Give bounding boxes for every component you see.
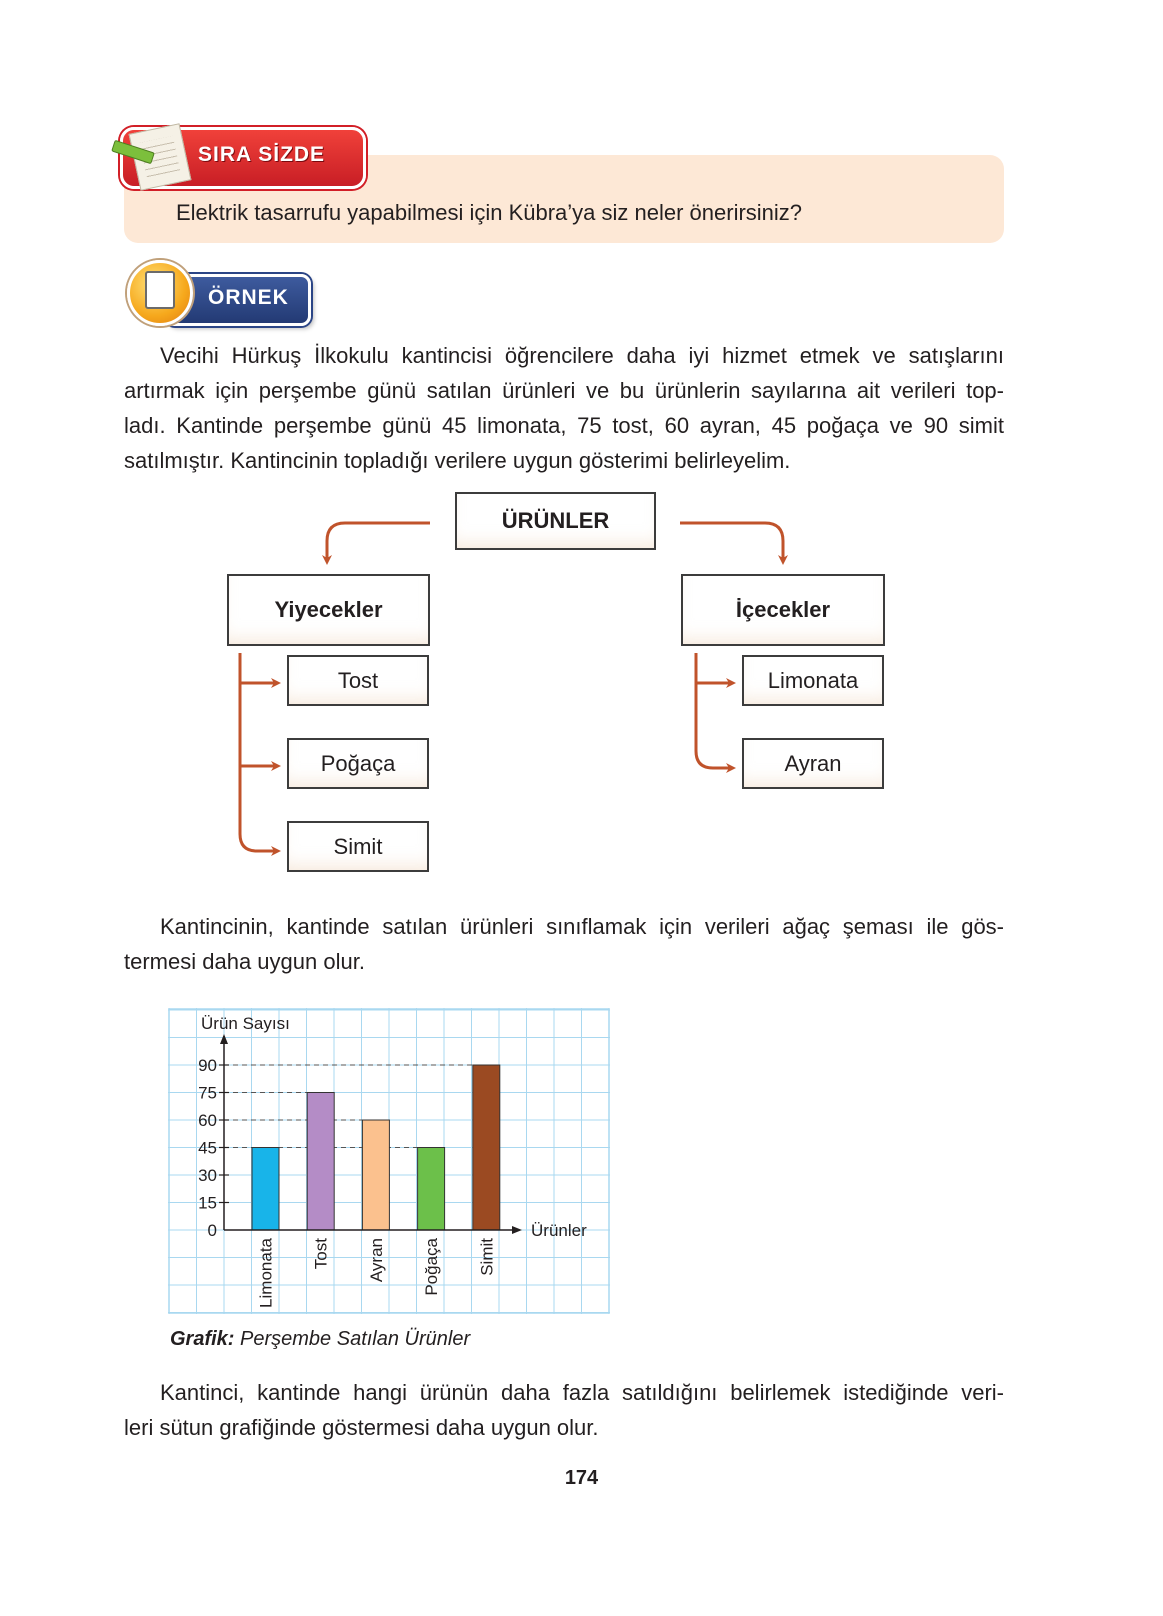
- tree-leaf-limonata: Limonata: [742, 655, 884, 706]
- x-tick-label: Limonata: [257, 1237, 276, 1307]
- tree-node-icecekler: İçecekler: [681, 574, 885, 646]
- y-tick-label: 45: [198, 1139, 217, 1158]
- bar-chart: Limonata Tost Ayran Poğaça Simit 0 15 30 45 60 75 9…: [168, 1008, 610, 1314]
- tree-arrows: [238, 521, 788, 856]
- paragraph-line: Vecihi Hürkuş İlkokulu kantincisi öğrenc…: [160, 343, 1004, 368]
- y-tick-label: 60: [198, 1111, 217, 1130]
- tree-leaf-simit: Simit: [287, 821, 429, 872]
- x-axis-arrow: [512, 1226, 522, 1234]
- root-to-left-arrow: [322, 521, 430, 565]
- x-tick-label: Poğaça: [422, 1237, 441, 1295]
- page-number: 174: [564, 1467, 599, 1489]
- tree-conclusion-paragraph: Kantincinin, kantinde satılan ürünleri s…: [124, 909, 1004, 979]
- bar-limonata: [251, 1147, 280, 1231]
- chart-caption: Grafik: Perşembe Satılan Ürünler: [170, 1328, 470, 1351]
- bar-tost: [306, 1092, 335, 1231]
- paragraph-line: artırmak için perşembe günü satılan ürün…: [124, 378, 1004, 403]
- y-tick-label: 75: [198, 1084, 217, 1103]
- y-tick-label: 90: [198, 1056, 217, 1075]
- caption-prefix: Grafik:: [170, 1328, 235, 1350]
- y-tick-label: 0: [208, 1221, 217, 1240]
- example-paragraph: Vecihi Hürkuş İlkokulu kantincisi öğrenc…: [124, 338, 1004, 478]
- x-tick-label: Tost: [312, 1238, 331, 1269]
- chart-conclusion-paragraph: Kantinci, kantinde hangi ürünün daha faz…: [124, 1375, 1004, 1445]
- paragraph-line: Kantinci, kantinde hangi ürünün daha faz…: [160, 1380, 1004, 1405]
- paragraph-line: Kantincinin, kantinde satılan ürünleri s…: [160, 914, 1004, 939]
- ornek-label: ÖRNEK: [208, 286, 289, 309]
- y-axis-arrow: [220, 1034, 228, 1044]
- paragraph-line: ladı. Kantinde perşembe günü 45 limonata…: [124, 413, 1004, 438]
- tree-root-box: ÜRÜNLER: [455, 492, 656, 550]
- caption-text: Perşembe Satılan Ürünler: [234, 1328, 471, 1350]
- tree-leaf-ayran: Ayran: [742, 738, 884, 789]
- left-branch-trunk: [238, 653, 281, 856]
- y-tick-label: 30: [198, 1166, 217, 1185]
- root-to-right-arrow: [680, 521, 788, 565]
- right-branch-trunk: [694, 653, 736, 773]
- bar-ayran: [361, 1119, 390, 1231]
- grid-border: [168, 1008, 610, 1314]
- x-tick-label: Ayran: [367, 1238, 386, 1282]
- clipboard-icon: [145, 271, 175, 309]
- bar-poğaça: [417, 1147, 446, 1231]
- tree-node-yiyecekler: Yiyecekler: [227, 574, 430, 646]
- tree-leaf-tost: Tost: [287, 655, 429, 706]
- paragraph-line: leri sütun grafiğinde göstermesi daha uy…: [124, 1415, 599, 1440]
- y-tick-label: 15: [198, 1194, 217, 1213]
- bar-simit: [472, 1064, 501, 1231]
- x-tick-label: Simit: [477, 1238, 496, 1276]
- paragraph-line: termesi daha uygun olur.: [124, 949, 365, 974]
- sira-sizde-label: SIRA SİZDE: [198, 143, 326, 166]
- paragraph-line: satılmıştır. Kantincinin topladığı veril…: [124, 448, 791, 473]
- x-axis-label: Ürünler: [531, 1221, 587, 1240]
- tree-leaf-pogaca: Poğaça: [287, 738, 429, 789]
- sira-sizde-question: Elektrik tasarrufu yapabilmesi için Kübr…: [176, 200, 803, 225]
- y-axis-label: Ürün Sayısı: [201, 1014, 290, 1033]
